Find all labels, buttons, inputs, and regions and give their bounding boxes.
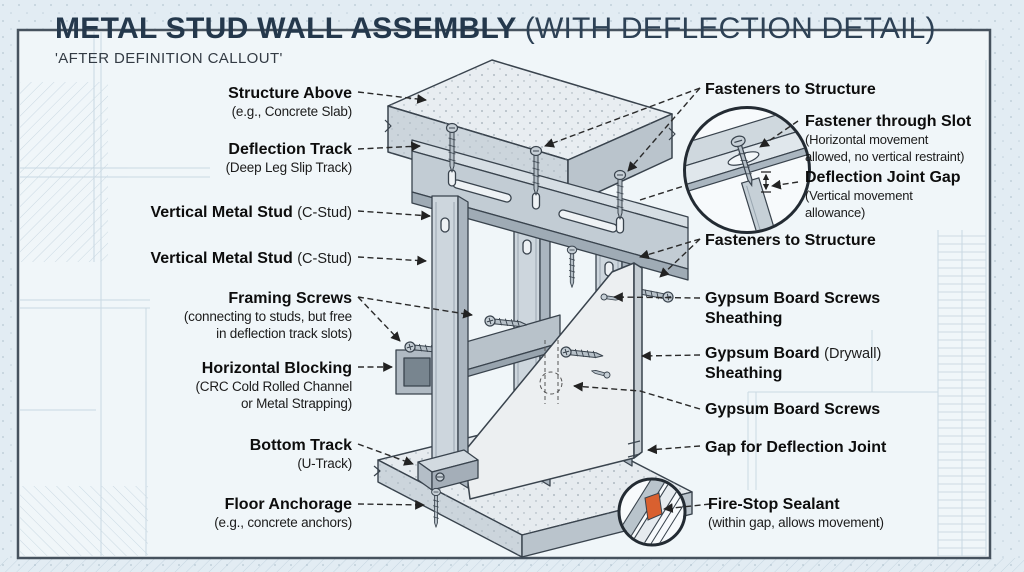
label-gypsum-screws-sheathing: Gypsum Board Screws Sheathing xyxy=(705,289,880,329)
label-note: (within gap, allows movement) xyxy=(708,515,884,530)
label-bottom-track: Bottom Track (U-Track) xyxy=(250,436,352,473)
label-gypsum-screws: Gypsum Board Screws xyxy=(705,400,880,420)
label-vertical-stud-1: Vertical Metal Stud (C-Stud) xyxy=(150,203,352,223)
label-structure-above: Structure Above (e.g., Concrete Slab) xyxy=(228,84,352,121)
label-title: Deflection Joint Gap xyxy=(805,169,961,186)
label-vertical-stud-2: Vertical Metal Stud (C-Stud) xyxy=(150,249,352,269)
label-title: Fasteners to Structure xyxy=(705,232,876,249)
label-title: Sheathing xyxy=(705,310,783,327)
label-title: Sheathing xyxy=(705,365,783,382)
label-horizontal-blocking: Horizontal Blocking (CRC Cold Rolled Cha… xyxy=(195,359,352,412)
label-title: Vertical Metal Stud (C-Stud) xyxy=(150,204,352,221)
label-deflection-track: Deflection Track (Deep Leg Slip Track) xyxy=(225,140,353,177)
label-title: Fasteners to Structure xyxy=(705,81,876,98)
label-note: (Vertical movement xyxy=(805,188,913,203)
label-fire-stop-sealant: Fire-Stop Sealant (within gap, allows mo… xyxy=(708,495,884,532)
label-note: allowance) xyxy=(805,204,866,220)
label-note: (U-Track) xyxy=(297,456,352,471)
bottom-track xyxy=(417,449,479,491)
label-gap-deflection-joint: Gap for Deflection Joint xyxy=(705,438,886,458)
gypsum-board xyxy=(463,262,643,500)
label-note: (C-Stud) xyxy=(297,251,352,267)
page-title: METAL STUD WALL ASSEMBLY (WITH DEFLECTIO… xyxy=(55,12,936,67)
label-title: Vertical Metal Stud (C-Stud) xyxy=(150,250,352,267)
label-title: Fastener through Slot xyxy=(805,113,972,130)
label-title: Floor Anchorage xyxy=(224,496,352,513)
blueprint-background xyxy=(20,32,987,556)
label-note: (C-Stud) xyxy=(297,205,352,221)
label-title: Gap for Deflection Joint xyxy=(705,439,887,456)
label-title: Structure Above xyxy=(228,85,352,102)
label-note: (Deep Leg Slip Track) xyxy=(225,160,353,175)
hidden-blocking-outline xyxy=(539,340,563,404)
label-fasteners-structure-2: Fasteners to Structure xyxy=(705,231,876,251)
label-deflection-joint-gap: Deflection Joint Gap (Vertical movement … xyxy=(805,168,961,221)
title-paren: (WITH DEFLECTION DETAIL) xyxy=(524,12,936,45)
deflection-gap-ticks xyxy=(627,440,641,458)
label-title: Deflection Track xyxy=(228,141,352,158)
label-framing-screws: Framing Screws (connecting to studs, but… xyxy=(184,289,352,342)
label-fasteners-structure-1: Fasteners to Structure xyxy=(705,80,876,100)
label-note: (Horizontal movement xyxy=(805,132,929,147)
title-subtitle: 'AFTER DEFINITION CALLOUT' xyxy=(55,50,283,67)
label-title: Gypsum Board Screws xyxy=(705,401,881,418)
fire-stop-sealant-wedge xyxy=(644,492,663,521)
gap-double-arrow xyxy=(761,171,771,193)
label-title: Fire-Stop Sealant xyxy=(708,496,840,513)
label-title: Gypsum Board Screws xyxy=(705,290,881,307)
label-note: (CRC Cold Rolled Channel xyxy=(195,379,352,394)
label-floor-anchorage: Floor Anchorage (e.g., concrete anchors) xyxy=(214,495,352,532)
leader-lines xyxy=(357,87,799,513)
label-note: (e.g., Concrete Slab) xyxy=(231,104,353,119)
label-note: (Drywall) xyxy=(824,346,882,362)
label-note: allowed, no vertical restraint) xyxy=(805,148,965,164)
label-note: (e.g., concrete anchors) xyxy=(214,515,352,530)
title-main: METAL STUD WALL ASSEMBLY xyxy=(55,12,525,45)
label-title: Horizontal Blocking xyxy=(201,360,352,377)
label-note: in deflection track slots) xyxy=(216,325,352,341)
label-title: Bottom Track xyxy=(249,437,352,454)
label-note: (connecting to studs, but free xyxy=(183,309,352,324)
detail-circle-fastener-slot xyxy=(683,106,811,234)
label-fastener-through-slot: Fastener through Slot (Horizontal moveme… xyxy=(805,112,971,165)
label-note: or Metal Strapping) xyxy=(240,395,352,411)
label-gypsum-board-drywall: Gypsum Board (Drywall) Sheathing xyxy=(705,344,881,384)
vertical-stud-1 xyxy=(431,195,469,489)
label-title: Framing Screws xyxy=(228,290,352,307)
label-title: Gypsum Board (Drywall) xyxy=(705,345,882,362)
